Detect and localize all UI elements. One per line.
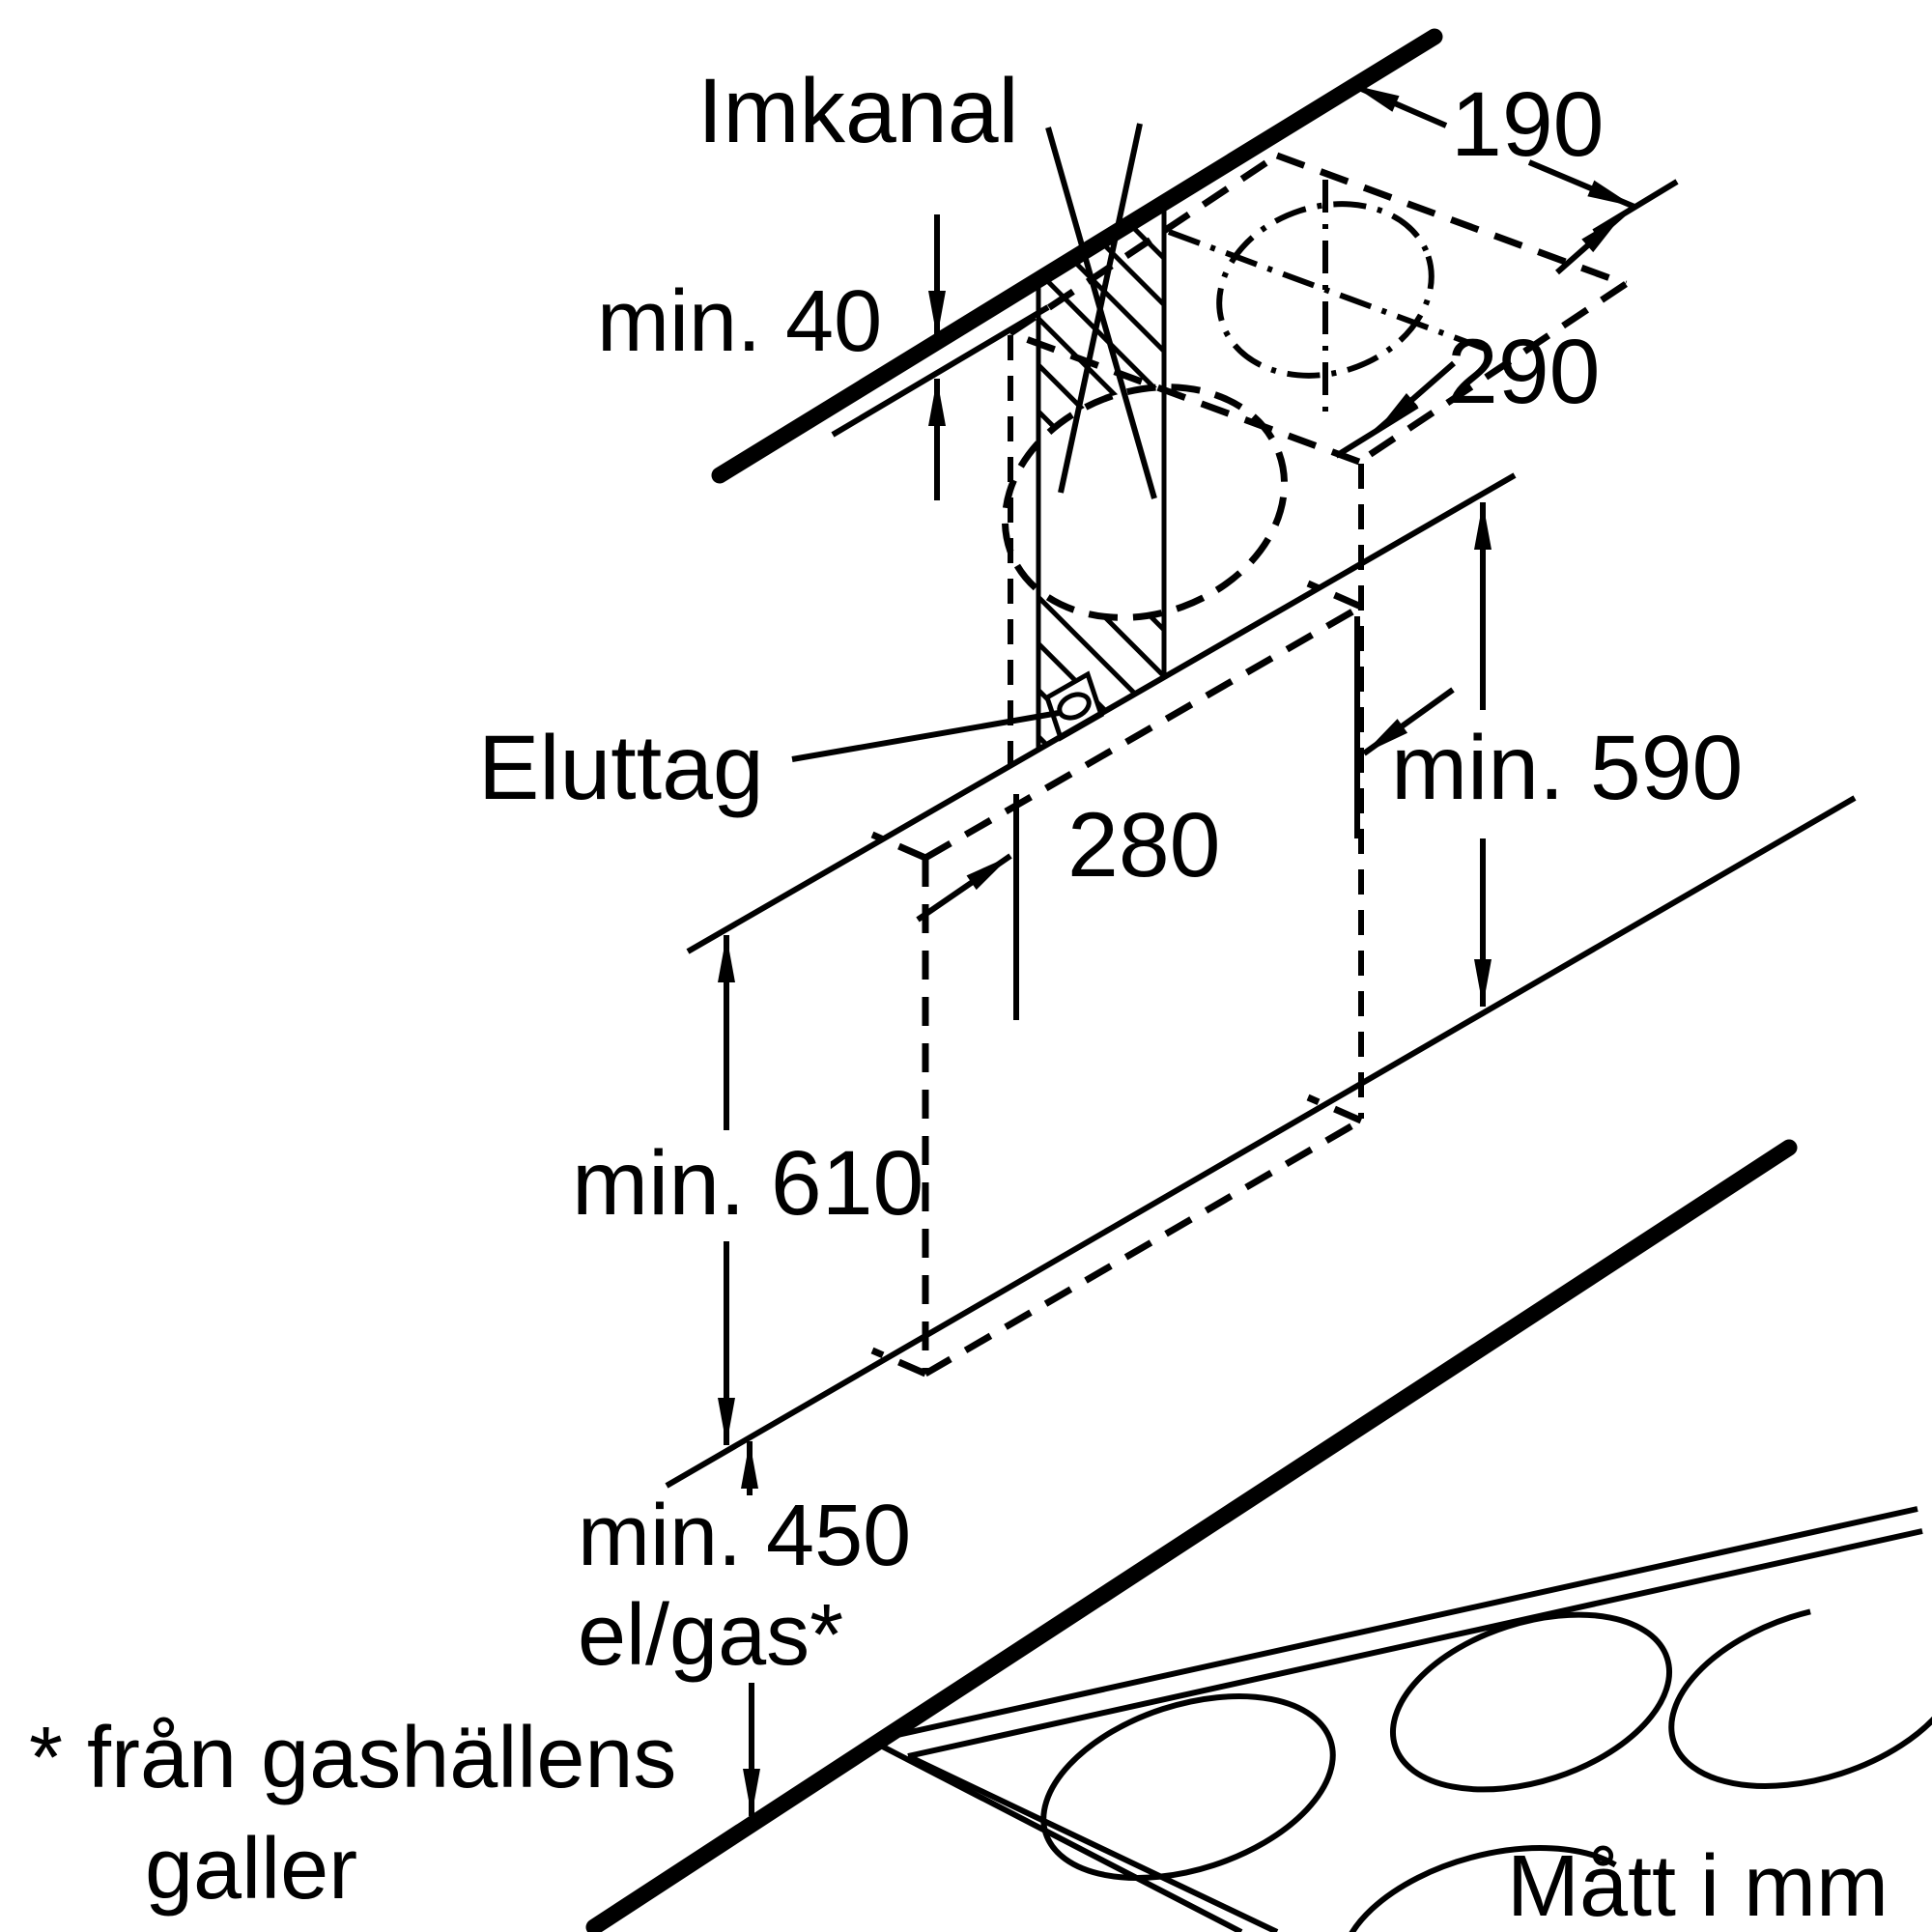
countertop-edge-line <box>585 1139 1798 1932</box>
plate-hole-circle-dashdot <box>1167 180 1490 423</box>
label-eluttag: Eluttag <box>478 717 764 819</box>
dim-label-190: 190 <box>1451 73 1605 176</box>
dim-label-290: 290 <box>1447 321 1601 423</box>
burner-right-arc <box>1668 1602 1932 1789</box>
hood-bottom-level-line <box>665 795 1857 1489</box>
dim-label-280: 280 <box>1067 794 1221 896</box>
label-imkanal: Imkanal <box>697 60 1019 162</box>
dim-290 <box>1334 212 1625 459</box>
hood-top-level-line <box>686 472 1517 954</box>
cooktop-border <box>869 1506 1923 1932</box>
burner-left <box>1040 1693 1336 1881</box>
dim-280 <box>916 616 1455 1020</box>
dim-290-extension <box>1334 403 1419 459</box>
eluttag-leader-line <box>791 710 1060 762</box>
mounting-plate-outline-dashed <box>1009 152 1628 466</box>
hole-center-axis-depth <box>1167 229 1490 353</box>
dim-label-min590: min. 590 <box>1391 717 1744 819</box>
hood-outline-dashed <box>870 580 1363 1378</box>
chimney-edges-dashed <box>1008 335 1364 1119</box>
units-note: Mått i mm <box>1507 1838 1889 1932</box>
footnote-line1: * från gashällens <box>29 1710 677 1806</box>
dim-min450 <box>741 1441 760 1816</box>
burner-bottom-arc <box>1338 1845 1647 1932</box>
dim-label-min40: min. 40 <box>597 273 883 370</box>
imkanal-leader-lines <box>1045 123 1157 499</box>
footnote-line2: galler <box>145 1821 358 1918</box>
dim-190-extension <box>1592 179 1679 235</box>
dim-label-min450: min. 450 <box>578 1488 912 1584</box>
wall-hole-circle-dashed <box>1001 384 1289 621</box>
ceiling-wall-line <box>711 28 1443 484</box>
cooktop <box>869 1506 1932 1932</box>
dim-label-min610: min. 610 <box>572 1132 924 1235</box>
dim-label-elgas: el/gas* <box>578 1587 844 1684</box>
burner-top <box>1389 1611 1673 1793</box>
